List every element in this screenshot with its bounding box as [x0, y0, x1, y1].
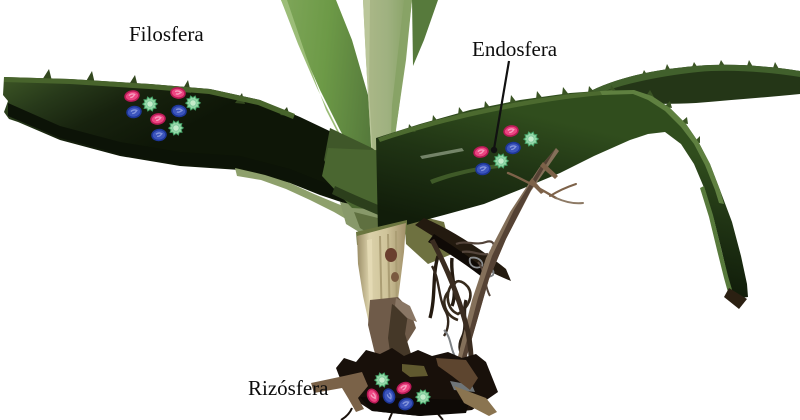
svg-text:Filosfera: Filosfera — [129, 22, 204, 46]
svg-text:Endosfera: Endosfera — [472, 37, 558, 61]
svg-text:Rizósfera: Rizósfera — [248, 376, 329, 400]
